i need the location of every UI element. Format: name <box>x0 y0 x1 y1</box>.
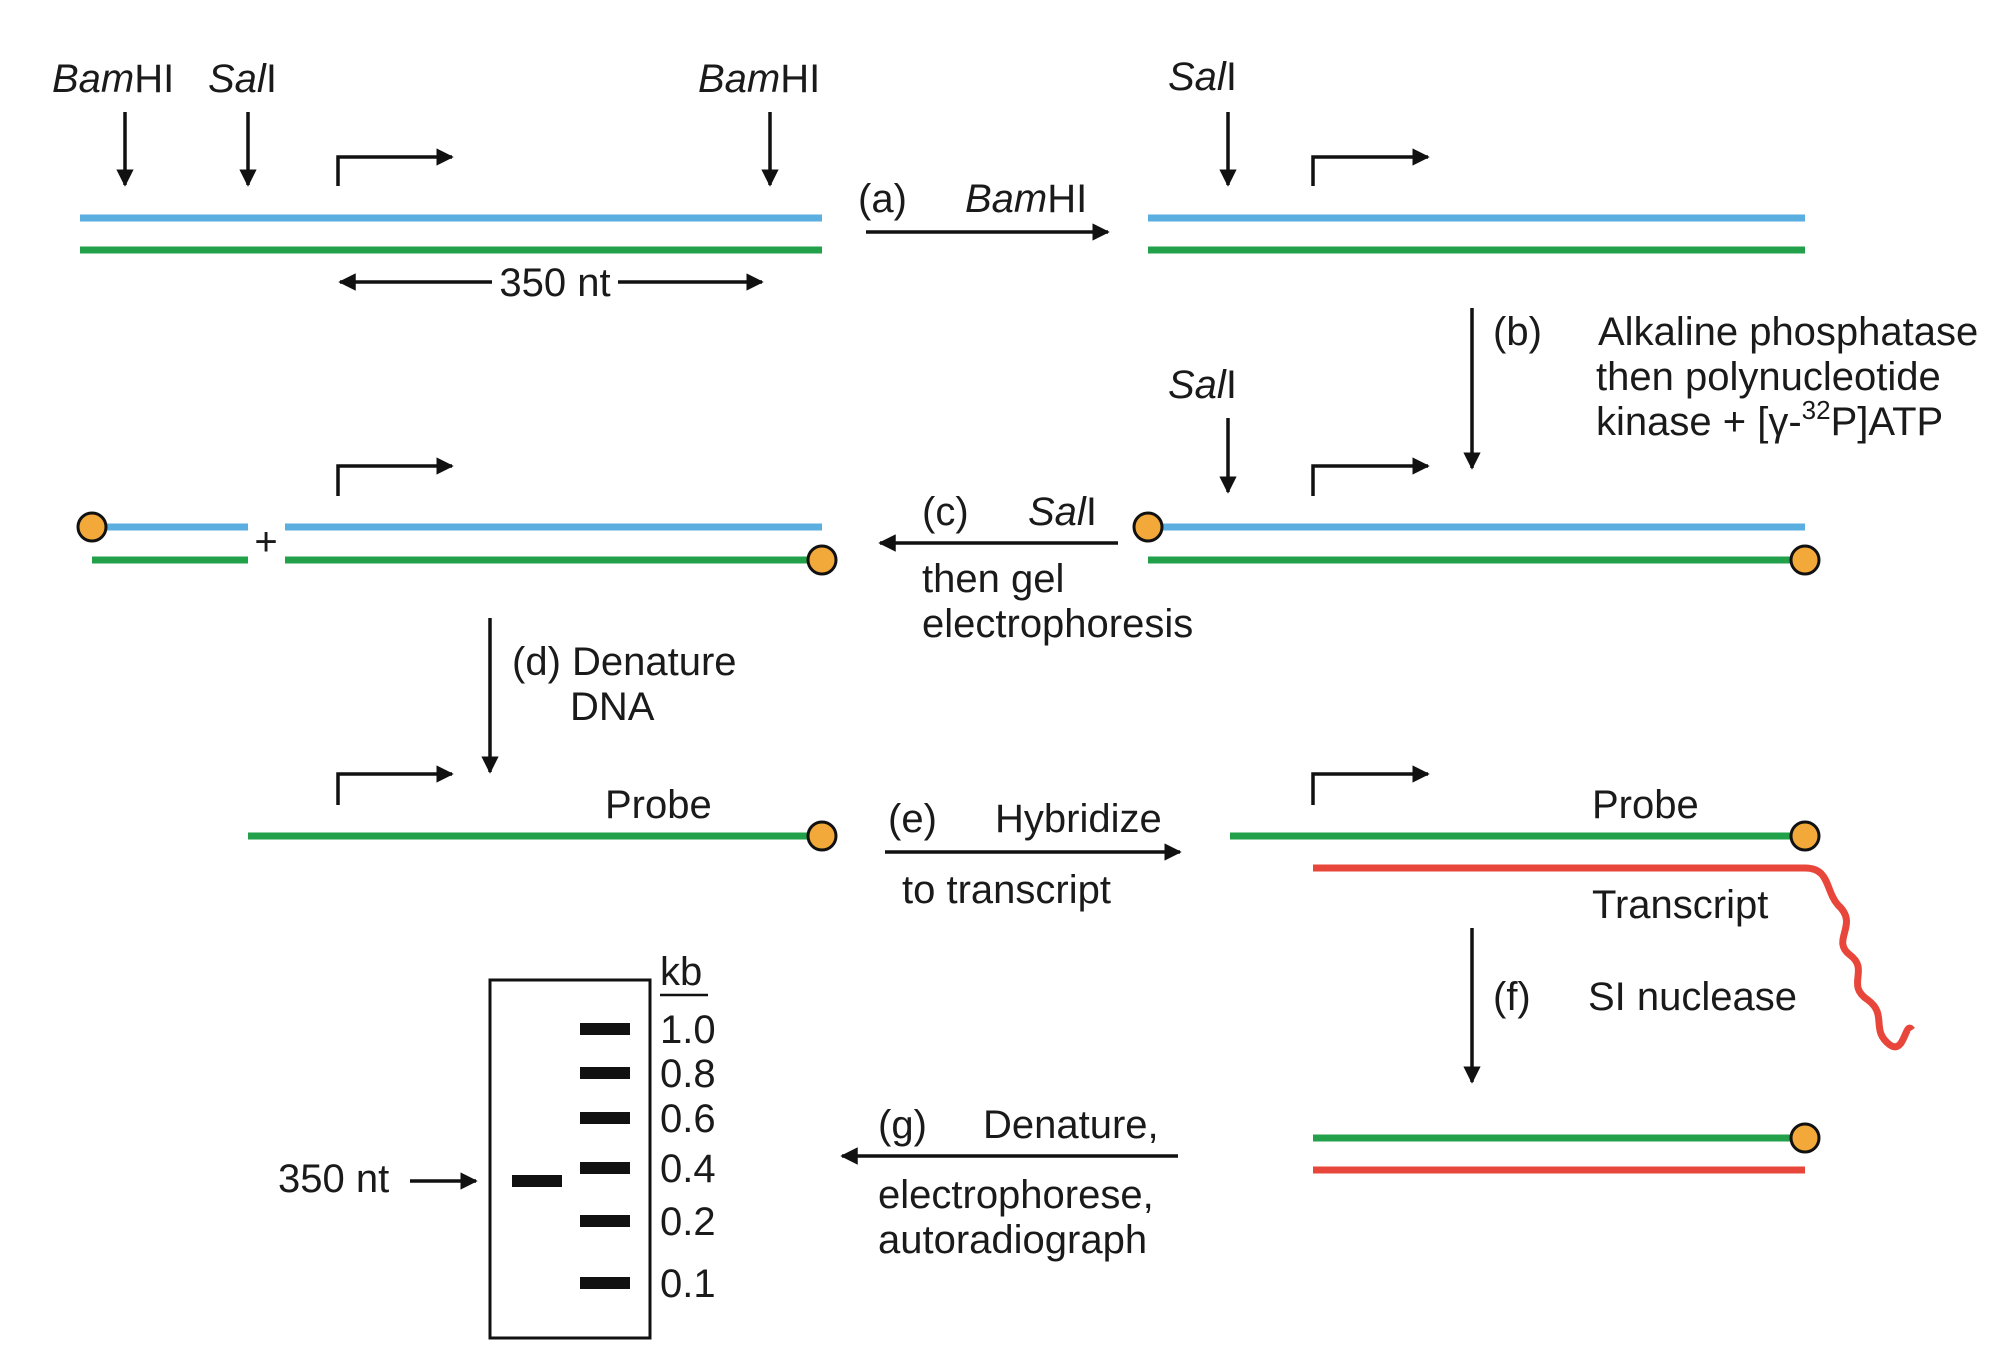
step-g-line3: autoradiograph <box>878 1218 1147 1262</box>
marker-band-0-4 <box>580 1162 630 1174</box>
marker-label-0-6: 0.6 <box>660 1097 716 1141</box>
step-f-letter: (f) <box>1493 975 1531 1019</box>
probe-right-label: Probe <box>1592 783 1699 827</box>
marker-band-0-6 <box>580 1112 630 1124</box>
sample-band-350nt <box>512 1175 562 1187</box>
bamhi-right-label: BamHI <box>698 57 820 101</box>
gel-outline <box>488 978 652 1340</box>
step-d-line1: (d) Denature <box>512 640 737 684</box>
transcript-label: Transcript <box>1592 883 1768 927</box>
length-350nt-label: 350 nt <box>499 261 610 305</box>
bamhi-left-label: BamHI <box>52 57 174 101</box>
step-c-letter: (c) <box>922 490 969 534</box>
label-dot-protected <box>1789 1122 1821 1154</box>
step-d-line2: DNA <box>570 685 655 729</box>
promoter-arrow-row3-right <box>1311 765 1430 805</box>
promoter-arrow-row2-left <box>336 457 454 496</box>
step-f-line1: SI nuclease <box>1588 975 1797 1019</box>
marker-label-0-1: 0.1 <box>660 1262 716 1306</box>
sample-350nt-label: 350 nt <box>278 1157 389 1201</box>
step-b-line1: Alkaline phosphatase <box>1598 310 1978 354</box>
marker-label-1-0: 1.0 <box>660 1008 716 1052</box>
promoter-arrow-row1-left <box>336 148 454 186</box>
label-dot-row2-right-3prime <box>1789 544 1821 576</box>
step-g-line2: electrophorese, <box>878 1173 1154 1217</box>
step-a-enzyme: BamHI <box>965 177 1087 221</box>
marker-band-0-2 <box>580 1215 630 1227</box>
step-c-enzyme: SalI <box>1028 490 1097 534</box>
marker-label-0-2: 0.2 <box>660 1200 716 1244</box>
gel-unit-label: kb <box>660 950 702 994</box>
step-a-letter: (a) <box>858 177 907 221</box>
step-b-line2: then polynucleotide <box>1596 355 1941 399</box>
promoter-arrow-row2-right <box>1311 457 1430 496</box>
label-dot-probe-right <box>1789 820 1821 852</box>
marker-label-0-8: 0.8 <box>660 1052 716 1096</box>
sali-top-right-label: SalI <box>1168 55 1237 99</box>
marker-band-1-0 <box>580 1023 630 1035</box>
step-c-line2: then gel <box>922 557 1064 601</box>
transcript-rna <box>1313 864 1915 1051</box>
promoter-arrow-row1-right <box>1311 148 1430 186</box>
label-dot-large-fragment <box>806 544 838 576</box>
sali-mid-right-label: SalI <box>1168 363 1237 407</box>
probe-left-label: Probe <box>605 783 712 827</box>
step-b-letter: (b) <box>1493 310 1542 354</box>
label-dot-row2-right-5prime <box>1132 511 1164 543</box>
step-e-letter: (e) <box>888 797 937 841</box>
step-g-line1: Denature, <box>983 1103 1159 1147</box>
step-e-line1: Hybridize <box>995 797 1162 841</box>
sali-top-left-label: SalI <box>208 57 277 101</box>
step-g-letter: (g) <box>878 1103 927 1147</box>
step-c-line3: electrophoresis <box>922 602 1193 646</box>
step-e-line2: to transcript <box>902 868 1111 912</box>
promoter-arrow-row3-left <box>336 765 454 805</box>
marker-label-0-4: 0.4 <box>660 1147 716 1191</box>
marker-band-0-8 <box>580 1067 630 1079</box>
marker-band-0-1 <box>580 1277 630 1289</box>
plus-sign: + <box>254 520 277 564</box>
gel-autoradiograph: kb 1.0 0.8 0.6 0.4 0.2 0.1 <box>488 950 716 1340</box>
step-b-line3: kinase + [γ-32P]ATP <box>1596 395 1943 444</box>
label-dot-small-fragment <box>76 511 108 543</box>
label-dot-probe-left <box>806 820 838 852</box>
